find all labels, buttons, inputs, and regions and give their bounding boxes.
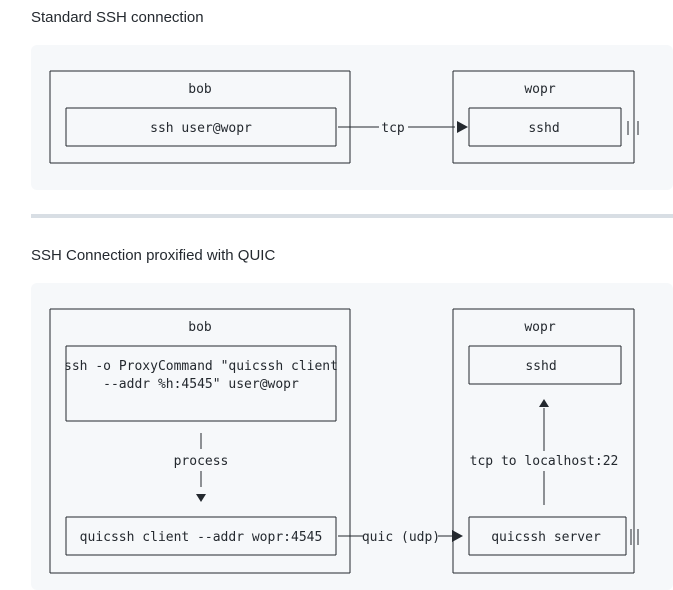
- bob-box-2: [49, 308, 351, 574]
- proxy-command-line2: --addr %h:4545" user@wopr: [103, 377, 299, 392]
- process-label: process: [174, 454, 229, 469]
- section2-heading: SSH Connection proxified with QUIC: [31, 247, 276, 264]
- wopr-box: [452, 70, 635, 164]
- section-separator: [31, 214, 673, 218]
- quic-client-command: quicssh client --addr wopr:4545: [80, 530, 323, 545]
- sshd-box: [468, 107, 622, 147]
- process-arrowhead: [196, 494, 206, 502]
- tcp-up-arrowhead: [539, 399, 549, 407]
- diagram1-panel: [31, 45, 673, 190]
- sshd-label-2: sshd: [525, 359, 556, 374]
- proxy-command-line1: ssh -o ProxyCommand "quicssh client: [64, 359, 338, 374]
- quic-arrowhead: [452, 530, 463, 542]
- edge-label-tcp: tcp: [381, 121, 405, 136]
- wopr-label-2: wopr: [524, 320, 555, 335]
- bob-label-2: bob: [188, 320, 212, 335]
- quic-ssh-diagram: bob wopr ssh -o ProxyCommand "quicssh cl…: [49, 308, 639, 574]
- tcp-arrowhead: [457, 121, 468, 133]
- diagram2-panel: [31, 283, 673, 590]
- bob-box: [49, 70, 351, 164]
- quic-server-label: quicssh server: [491, 530, 601, 545]
- section1-heading: Standard SSH connection: [31, 9, 204, 26]
- quic-client-box: [65, 516, 337, 556]
- client-command: ssh user@wopr: [150, 121, 252, 136]
- ssh-client-box: [65, 107, 337, 147]
- sshd-box-2: [468, 345, 622, 385]
- edge-label-quic: quic (udp): [362, 530, 440, 545]
- quic-server-box: [468, 516, 627, 556]
- standard-ssh-diagram: bob wopr ssh user@wopr tcp sshd: [49, 70, 639, 164]
- server-label: sshd: [528, 121, 559, 136]
- ssh-proxy-command-box: [65, 345, 337, 422]
- tcp-localhost-label: tcp to localhost:22: [470, 454, 619, 469]
- bob-label: bob: [188, 82, 212, 97]
- wopr-label: wopr: [524, 82, 555, 97]
- wopr-box-2: [452, 308, 635, 574]
